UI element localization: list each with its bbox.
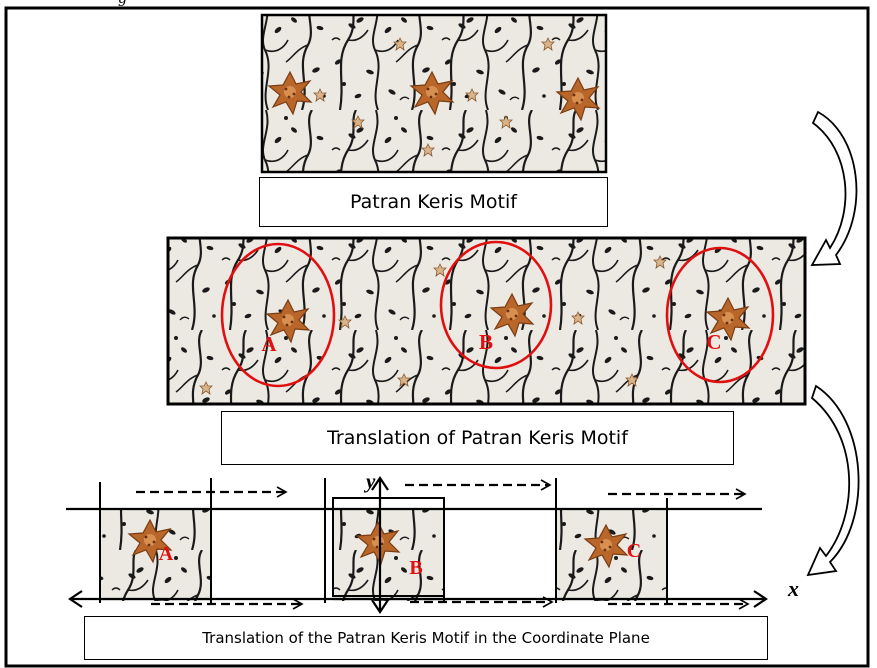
coord-label-b: B <box>409 557 422 579</box>
coord-label-c: C <box>627 540 641 562</box>
y-axis-label: y <box>363 469 376 493</box>
motif-label-a: A <box>261 332 277 356</box>
x-axis-label: x <box>787 576 799 601</box>
original-motif-image <box>262 15 606 172</box>
coordinate-plane: A B C y x <box>66 469 799 612</box>
caption-original: Patran Keris Motif <box>259 177 608 227</box>
tile-a <box>100 509 211 601</box>
flow-arrow-2 <box>808 386 859 575</box>
motif-label-c: C <box>706 330 721 354</box>
tile-c <box>556 509 667 601</box>
flow-arrow-1 <box>812 112 856 265</box>
motif-label-b: B <box>479 330 493 354</box>
translation-strip-image <box>168 238 805 404</box>
caption-translation: Translation of Patran Keris Motif <box>221 411 734 465</box>
caption-coordinate: Translation of the Patran Keris Motif in… <box>84 616 768 660</box>
tile-b <box>333 509 444 601</box>
coord-label-a: A <box>159 543 174 565</box>
